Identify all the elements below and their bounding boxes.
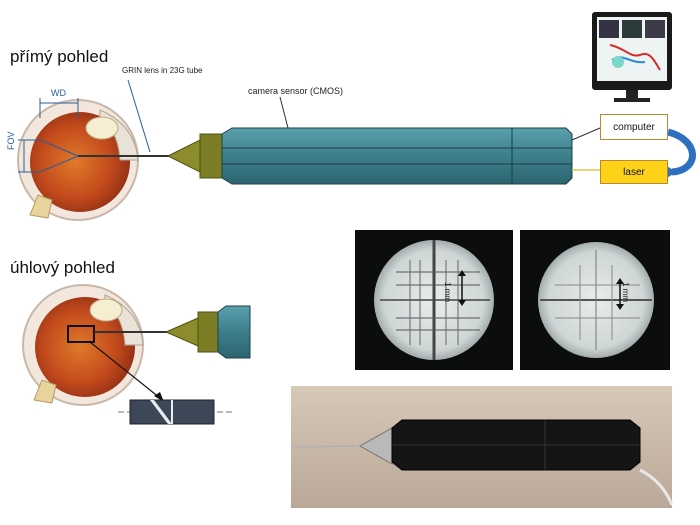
heading-angled-view: úhlový pohled [10,258,115,277]
monitor-icon [592,12,672,102]
camera-leader [279,96,289,129]
curved-arrow-icon [664,128,696,180]
zoom-arrow [89,341,161,399]
grin-lens-leader [127,79,151,153]
scale-label-2: 1 mm [621,282,630,302]
computer-box-label: computer [613,121,655,133]
heading-direct-view: přímý pohled [10,47,109,66]
wd-label: WD [51,88,66,98]
scale-label-1: 1 mm [443,282,452,302]
eye-direct [17,99,139,221]
wd-bracket [39,98,79,118]
probe-main [78,127,573,185]
micrograph-2 [520,230,670,370]
camera-sensor-label: camera sensor (CMOS) [248,86,344,96]
cable-computer [571,127,601,141]
grin-lens-label: GRIN lens in 23G tube [122,66,203,75]
device-photo [291,386,674,508]
laser-box-label: laser [623,166,645,178]
probe-angled [164,305,251,359]
fov-label: FOV [6,131,16,150]
angled-tip-detail [118,399,232,425]
fov-bracket [18,139,79,173]
computer-box: computer [600,114,668,140]
micrograph-1 [355,230,513,370]
laser-box: laser [600,160,668,184]
eye-angled [22,284,144,406]
